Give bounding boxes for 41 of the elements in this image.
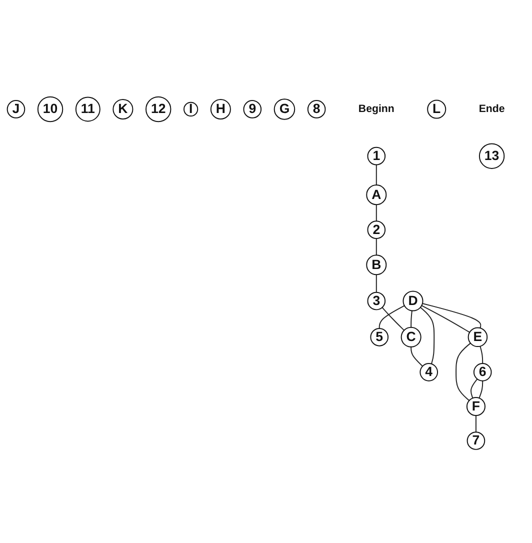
connector: [376, 204, 377, 222]
node-circle: 12: [146, 96, 172, 123]
node-label: Beginn: [358, 104, 394, 116]
node-circle: 6: [473, 364, 492, 382]
connector: [421, 306, 470, 334]
node-circle: 9: [243, 100, 262, 119]
connector: [470, 379, 478, 400]
node-circle: 13: [478, 144, 505, 170]
node-circle: J: [6, 100, 26, 119]
node-circle: B: [366, 255, 387, 276]
connector: [456, 343, 471, 402]
connector: [480, 346, 484, 364]
node-circle: 1: [367, 147, 386, 166]
connector: [420, 307, 435, 365]
node-circle: E: [468, 328, 488, 348]
node-circle: 8: [307, 100, 326, 119]
node-circle: F: [466, 397, 486, 416]
node-circle: 2: [367, 221, 386, 240]
node-circle: H: [210, 99, 231, 120]
node-circle: G: [274, 99, 296, 120]
connector: [376, 164, 377, 186]
connector: [410, 310, 412, 328]
connector: [478, 380, 484, 400]
connector: [410, 346, 424, 368]
node-circle: D: [402, 291, 424, 312]
node-circle: 3: [367, 292, 386, 311]
node-circle: 4: [420, 364, 438, 382]
node-circle: I: [184, 102, 198, 118]
node-circle: L: [427, 100, 446, 120]
node-circle: 5: [370, 328, 389, 347]
node-circle: 7: [466, 432, 486, 450]
connector: [422, 303, 482, 330]
connector: [475, 416, 476, 434]
node-circle: A: [366, 185, 387, 206]
node-circle: 10: [37, 96, 64, 123]
node-circle: K: [112, 99, 134, 120]
node-circle: 11: [75, 97, 100, 122]
node-label: Ende: [478, 104, 505, 116]
connector: [376, 238, 377, 256]
connector: [376, 274, 377, 294]
node-circle: C: [400, 327, 422, 348]
